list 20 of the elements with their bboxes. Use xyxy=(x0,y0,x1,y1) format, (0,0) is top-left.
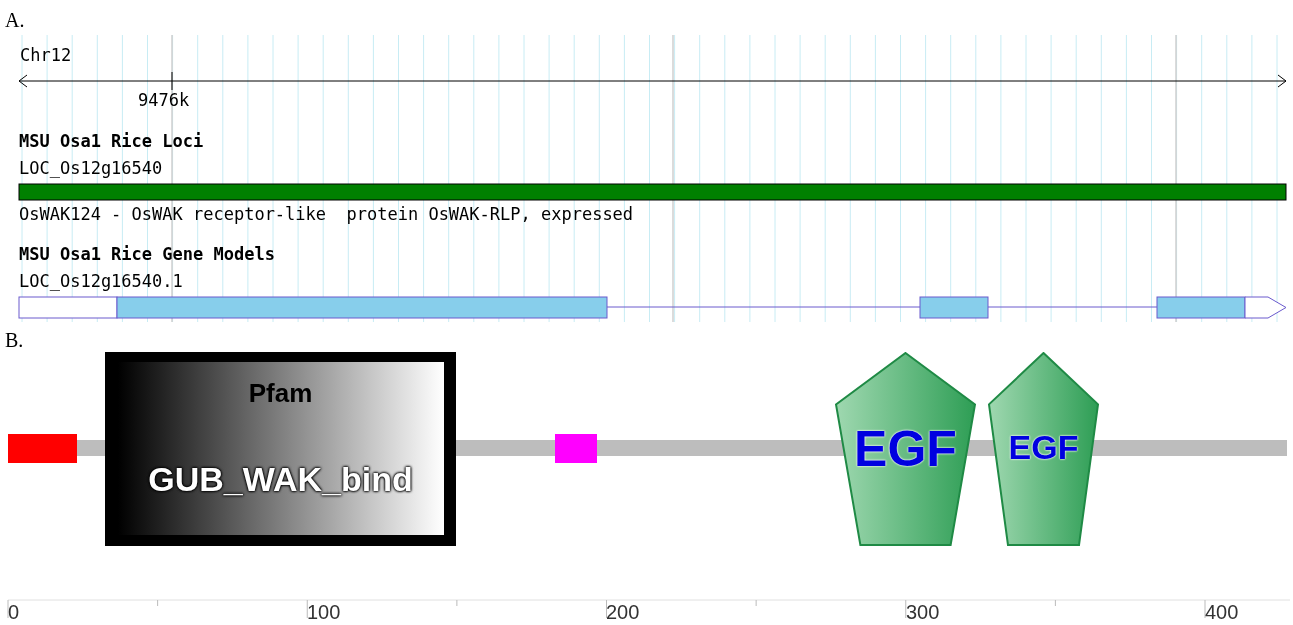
axis-tick-label: 400 xyxy=(1205,602,1239,622)
track-title: MSU Osa1 Rice Gene Models xyxy=(19,246,275,263)
axis-tick-label: 300 xyxy=(906,602,940,622)
domain-name: EGF xyxy=(853,424,958,474)
locus-description: OsWAK124 - OsWAK receptor-like protein OsWAK-RLP, expressed xyxy=(19,206,634,223)
axis-tick-label: 200 xyxy=(606,602,640,622)
chromosome-name: Chr12 xyxy=(20,47,72,64)
domain-pentagon xyxy=(988,352,1099,546)
domain-name: EGF xyxy=(1007,430,1080,464)
axis-tick-label: 100 xyxy=(307,602,341,622)
transcript-id: LOC_Os12g16540.1 xyxy=(19,273,183,290)
domain-box xyxy=(105,352,456,546)
locus-id: LOC_Os12g16540 xyxy=(19,160,163,177)
track-title: MSU Osa1 Rice Loci xyxy=(19,133,204,150)
domain-source: Pfam xyxy=(247,380,314,406)
section-label: A. xyxy=(5,10,25,30)
section-label: B. xyxy=(5,330,24,350)
position-label: 9476k xyxy=(138,92,190,109)
axis-tick-label: 0 xyxy=(8,602,20,622)
domain-pentagon xyxy=(835,352,976,546)
